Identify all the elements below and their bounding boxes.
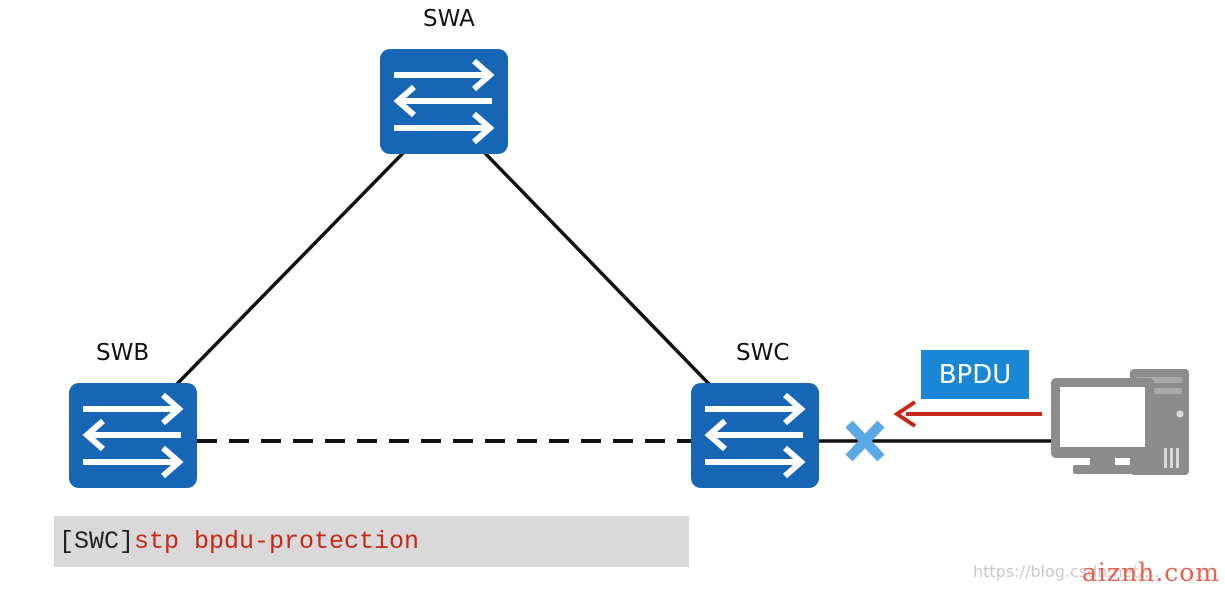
bpdu-arrow — [893, 400, 1042, 428]
link-swa-swc — [480, 148, 712, 387]
watermark-brand: aiznh.com — [1082, 558, 1220, 587]
watermark-url: https://blog.csdn.net/... — [973, 562, 1160, 581]
switch-icon — [69, 383, 197, 488]
pc-icon[interactable] — [1051, 369, 1189, 475]
x-icon — [845, 420, 885, 462]
switch-icon — [691, 383, 819, 488]
switch-label-swb: SWB — [96, 340, 150, 366]
switch-swb[interactable] — [69, 383, 197, 488]
switch-swc[interactable] — [691, 383, 819, 488]
bpdu-label: BPDU — [921, 350, 1029, 399]
command-prompt: [SWC] — [59, 527, 135, 556]
switch-swa[interactable] — [380, 49, 508, 154]
switch-label-swa: SWA — [423, 6, 475, 32]
switch-icon — [380, 49, 508, 154]
command-box: [SWC]stp bpdu-protection — [54, 516, 689, 567]
link-swa-swb — [174, 148, 408, 387]
switch-label-swc: SWC — [736, 340, 790, 366]
command-text: stp bpdu-protection — [134, 527, 420, 556]
